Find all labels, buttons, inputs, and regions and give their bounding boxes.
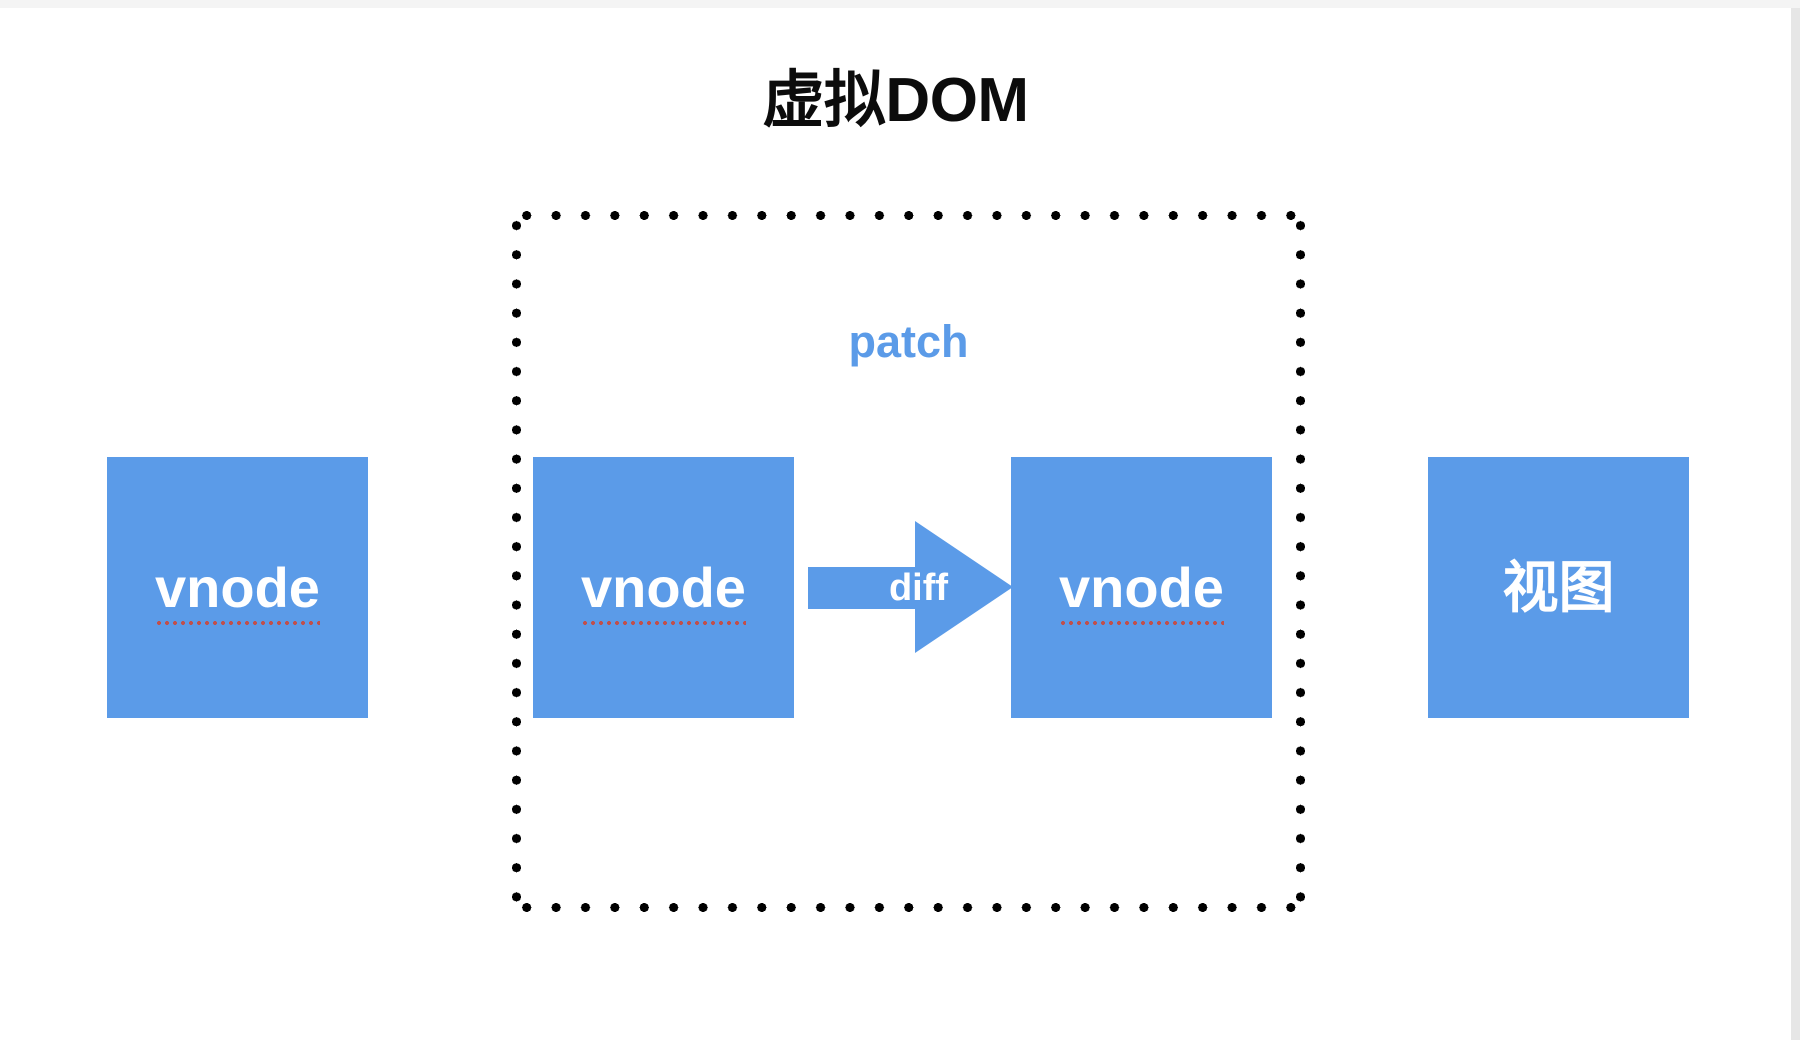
diff-arrow-shaft bbox=[808, 567, 926, 609]
node-vnode-source[interactable]: vnode bbox=[107, 457, 368, 718]
window-top-strip bbox=[0, 0, 1800, 8]
diff-arrow-head-icon bbox=[915, 521, 1013, 653]
node-vnode-old[interactable]: vnode bbox=[533, 457, 794, 718]
patch-border-right-dotted bbox=[1296, 211, 1305, 912]
patch-border-bottom-dotted bbox=[512, 903, 1305, 912]
patch-group-container: patch bbox=[512, 211, 1305, 912]
node-view-label: 视图 bbox=[1502, 555, 1615, 619]
window-scrollbar-track[interactable] bbox=[1791, 8, 1800, 1040]
patch-label: patch bbox=[848, 316, 969, 367]
node-vnode-old-label: vnode bbox=[581, 555, 746, 625]
diff-arrow: diff bbox=[808, 521, 1013, 654]
node-vnode-source-label: vnode bbox=[155, 555, 320, 625]
node-vnode-new[interactable]: vnode bbox=[1011, 457, 1272, 718]
diff-arrow-label: diff bbox=[888, 566, 949, 609]
node-vnode-new-label: vnode bbox=[1059, 555, 1224, 625]
patch-border-top-dotted bbox=[512, 211, 1305, 220]
diagram-canvas: 虚拟DOM patch vnode vnode vnode 视图 diff bbox=[0, 8, 1791, 1040]
node-view[interactable]: 视图 bbox=[1428, 457, 1689, 718]
page-title: 虚拟DOM bbox=[762, 66, 1029, 135]
patch-border-left-dotted bbox=[512, 211, 521, 912]
